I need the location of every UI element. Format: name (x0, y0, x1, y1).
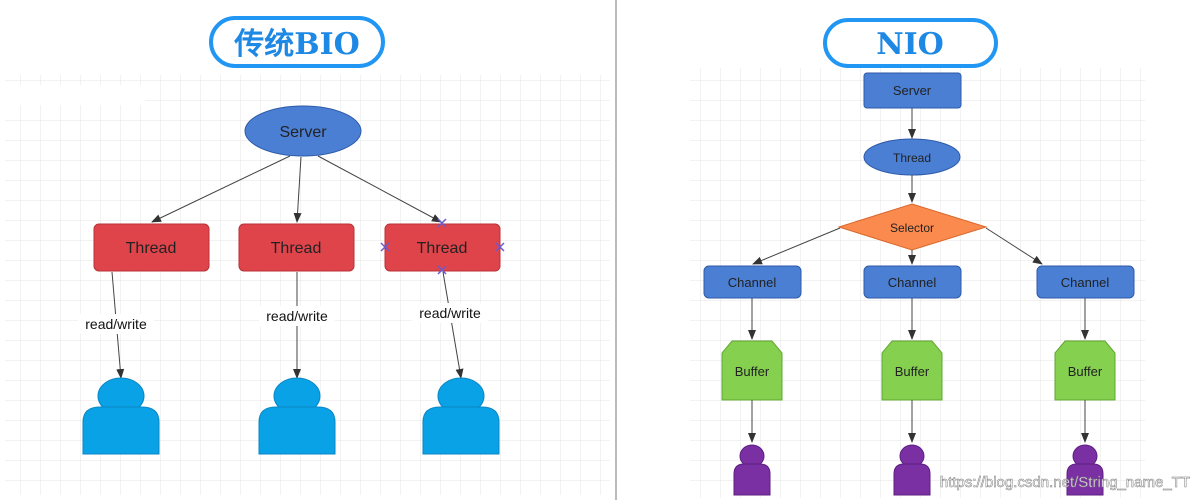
bio-server-node (244, 105, 362, 157)
nio-selector-label: Selector (890, 221, 934, 235)
bio-edge-label-bg-2 (259, 306, 335, 326)
nio-title-pill (823, 18, 998, 68)
bio-edge-label-2: read/write (266, 308, 328, 324)
bio-title: 传统BIO (233, 27, 360, 62)
bio-edge-label-1: read/write (85, 316, 147, 332)
bio-grid-patch (5, 85, 145, 105)
bio-edge-server-thread-3 (317, 155, 442, 223)
bio-edge-thread-client-3 (442, 271, 464, 379)
nio-buffer-node-1 (721, 340, 783, 401)
selection-handle-bottom[interactable] (437, 265, 447, 275)
bio-thread-node-2 (238, 223, 355, 272)
bio-thread-node-1 (93, 223, 210, 272)
nio-title: NIO (876, 27, 944, 62)
nio-client-icon-2 (893, 444, 931, 496)
bio-client-icon-2 (258, 377, 336, 455)
bio-title-pill (209, 16, 385, 68)
nio-buffer-label-1: Buffer (735, 364, 770, 379)
nio-server-label: Server (893, 83, 932, 98)
nio-buffer-label-2: Buffer (895, 364, 930, 379)
selection-handle-top[interactable] (437, 218, 447, 228)
selection-handle-right[interactable] (495, 242, 505, 252)
nio-thread-label: Thread (893, 151, 931, 165)
nio-buffer-label-3: Buffer (1068, 364, 1103, 379)
bio-client-icon-3 (422, 377, 500, 455)
watermark-text: https://blog.csdn.net/String_name_TT (940, 474, 1190, 491)
nio-edge-selector-channel-3 (985, 227, 1043, 265)
bio-edge-label-3: read/write (419, 305, 481, 321)
bio-server-label: Server (279, 124, 327, 141)
bio-client-icon-1 (82, 377, 160, 455)
bio-edge-label-bg-3 (412, 303, 488, 323)
bio-thread-label-2: Thread (271, 240, 322, 257)
nio-buffer-node-3 (1054, 340, 1116, 401)
bio-thread-label-3: Thread (417, 240, 468, 257)
selection-handle-left[interactable] (380, 242, 390, 252)
nio-channel-label-1: Channel (728, 275, 777, 290)
nio-edge-selector-channel-1 (752, 227, 841, 265)
nio-buffer-node-2 (881, 340, 943, 401)
bio-edge-server-thread-2 (293, 156, 302, 223)
nio-client-icon-1 (733, 444, 771, 496)
bio-thread-label-1: Thread (126, 240, 177, 257)
bio-edge-label-bg-1 (78, 314, 154, 334)
selection-handles[interactable] (380, 218, 505, 275)
bio-edge-server-thread-1 (151, 155, 291, 223)
nio-channel-label-3: Channel (1061, 275, 1110, 290)
nio-channel-label-2: Channel (888, 275, 937, 290)
nio-client-icon-3 (1066, 444, 1104, 496)
